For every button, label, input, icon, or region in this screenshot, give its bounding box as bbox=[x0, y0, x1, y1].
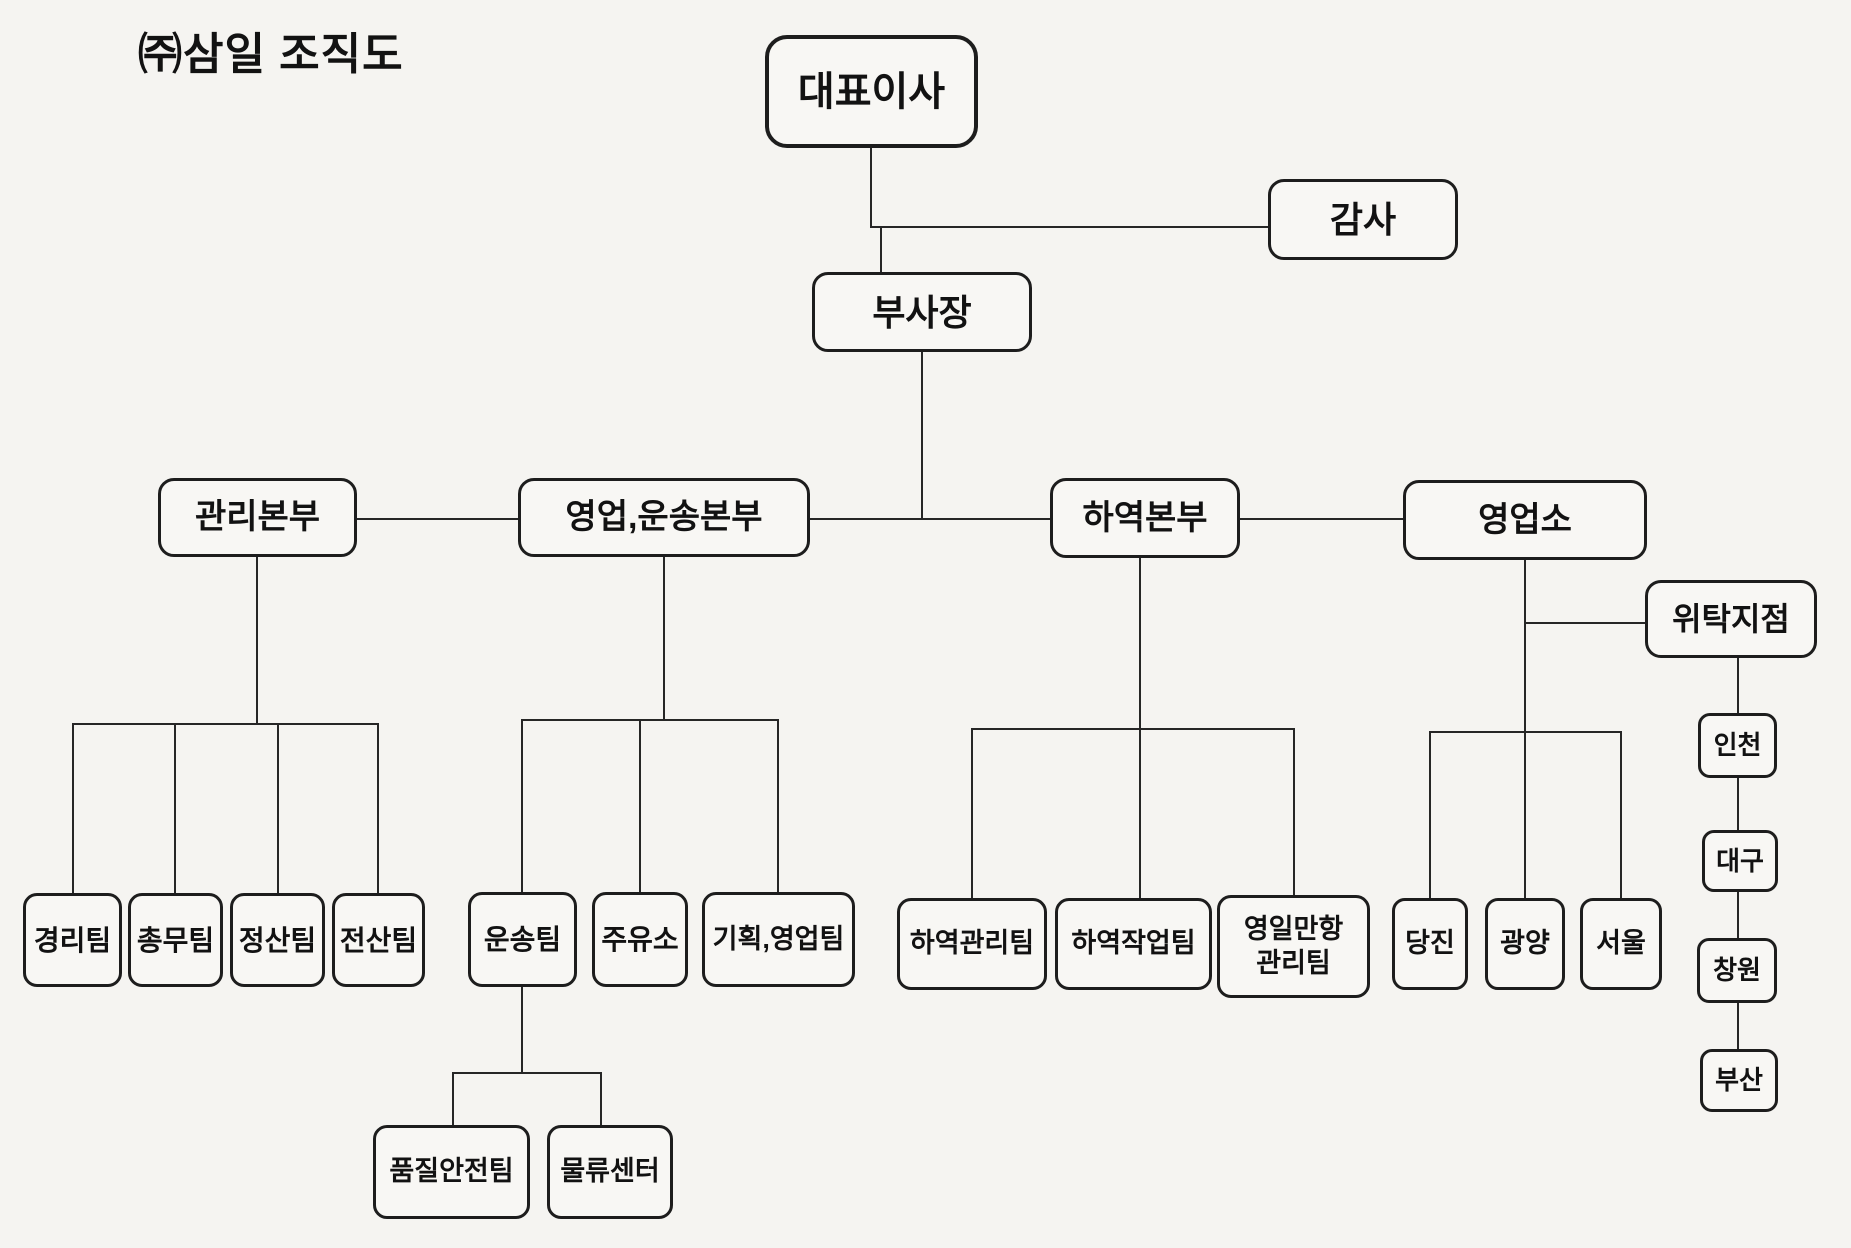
node-changwon: 창원 bbox=[1697, 938, 1777, 1003]
node-stevedoring-work-team: 하역작업팀 bbox=[1055, 898, 1212, 990]
node-planning-sales-team: 기획,영업팀 bbox=[702, 892, 855, 987]
connector-to-vp bbox=[880, 226, 882, 272]
connector-consigned-down1 bbox=[1737, 658, 1739, 713]
node-stevedoring-mgmt-team: 하역관리팀 bbox=[897, 898, 1047, 990]
node-sales-transport-hq: 영업,운송본부 bbox=[518, 478, 810, 557]
connector-drop-logistics bbox=[600, 1072, 602, 1125]
connector-consigned-down3 bbox=[1737, 892, 1739, 938]
connector-mgmt-bus bbox=[72, 723, 379, 725]
connector-drop-transport bbox=[521, 719, 523, 892]
connector-consigned-down2 bbox=[1737, 778, 1739, 830]
node-ceo: 대표이사 bbox=[765, 35, 978, 148]
connector-vp-down bbox=[921, 352, 923, 520]
connector-salesoffice-down bbox=[1524, 560, 1526, 733]
node-auditor: 감사 bbox=[1268, 179, 1458, 260]
connector-drop-seoul bbox=[1620, 731, 1622, 898]
connector-drop-gwangyang bbox=[1524, 731, 1526, 898]
connector-drop-general-affairs bbox=[174, 723, 176, 893]
node-gwangyang: 광양 bbox=[1485, 898, 1565, 990]
node-sales-office: 영업소 bbox=[1403, 480, 1647, 560]
connector-drop-accounting bbox=[72, 723, 74, 893]
node-consigned-branch: 위탁지점 bbox=[1645, 580, 1817, 658]
node-transport-team: 운송팀 bbox=[468, 892, 577, 987]
node-general-affairs-team: 총무팀 bbox=[128, 893, 223, 987]
connector-drop-dangjin bbox=[1429, 731, 1431, 898]
connector-drop-settlement bbox=[277, 723, 279, 893]
node-computing-team: 전산팀 bbox=[332, 893, 425, 987]
connector-mgmt-down bbox=[256, 557, 258, 725]
node-management-hq: 관리본부 bbox=[158, 478, 357, 557]
node-accounting-team: 경리팀 bbox=[23, 893, 122, 987]
connector-drop-stv-mgmt bbox=[971, 728, 973, 898]
connector-salestransport-down bbox=[663, 557, 665, 721]
page-title: ㈜삼일 조직도 bbox=[138, 30, 404, 79]
connector-ceo-down bbox=[870, 148, 872, 228]
connector-stevedoring-down bbox=[1139, 558, 1141, 730]
node-settlement-team: 정산팀 bbox=[230, 893, 325, 987]
connector-consigned-down4 bbox=[1737, 1003, 1739, 1049]
connector-consigned-horizontal bbox=[1524, 622, 1645, 624]
connector-drop-planning bbox=[777, 719, 779, 892]
node-vice-president: 부사장 bbox=[812, 272, 1032, 352]
node-busan: 부산 bbox=[1700, 1049, 1778, 1112]
node-logistics-center: 물류센터 bbox=[547, 1125, 673, 1219]
connector-transport-bus bbox=[452, 1072, 602, 1074]
connector-drop-quality bbox=[452, 1072, 454, 1125]
connector-auditor-horizontal bbox=[870, 226, 1268, 228]
node-yeongilman-port-mgmt-team: 영일만항 관리팀 bbox=[1217, 895, 1370, 998]
node-daegu: 대구 bbox=[1702, 830, 1778, 892]
connector-drop-yeongilman bbox=[1293, 728, 1295, 895]
connector-drop-gas bbox=[639, 719, 641, 892]
node-incheon: 인천 bbox=[1698, 713, 1777, 778]
node-quality-safety-team: 품질안전팀 bbox=[373, 1125, 530, 1219]
connector-salestransport-bus bbox=[521, 719, 779, 721]
connector-division-bus bbox=[357, 518, 1403, 520]
node-seoul: 서울 bbox=[1580, 898, 1662, 990]
connector-drop-stv-work bbox=[1139, 728, 1141, 898]
node-dangjin: 당진 bbox=[1392, 898, 1468, 990]
connector-stevedoring-bus bbox=[971, 728, 1295, 730]
node-gas-station: 주유소 bbox=[592, 892, 688, 987]
connector-transport-down bbox=[521, 987, 523, 1074]
node-stevedoring-hq: 하역본부 bbox=[1050, 478, 1240, 558]
connector-drop-computing bbox=[377, 723, 379, 893]
